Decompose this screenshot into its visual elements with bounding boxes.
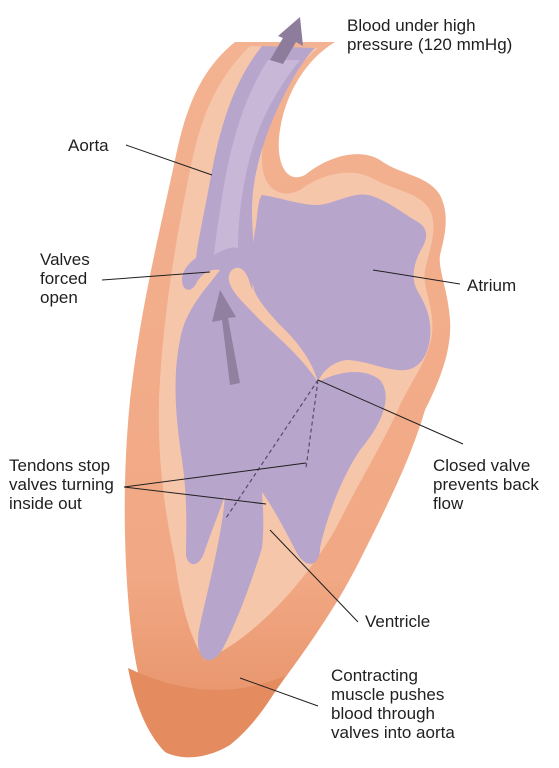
label-contracting-muscle: Contracting muscle pushes blood through … [331,666,455,742]
label-ventricle: Ventricle [365,612,430,631]
label-valves-forced-open: Valves forced open [40,250,90,307]
label-tendons: Tendons stop valves turning inside out [9,456,114,513]
label-atrium: Atrium [467,276,516,295]
label-aorta: Aorta [68,136,109,155]
label-high-pressure: Blood under high pressure (120 mmHg) [347,16,512,54]
label-closed-valve: Closed valve prevents back flow [433,456,539,513]
